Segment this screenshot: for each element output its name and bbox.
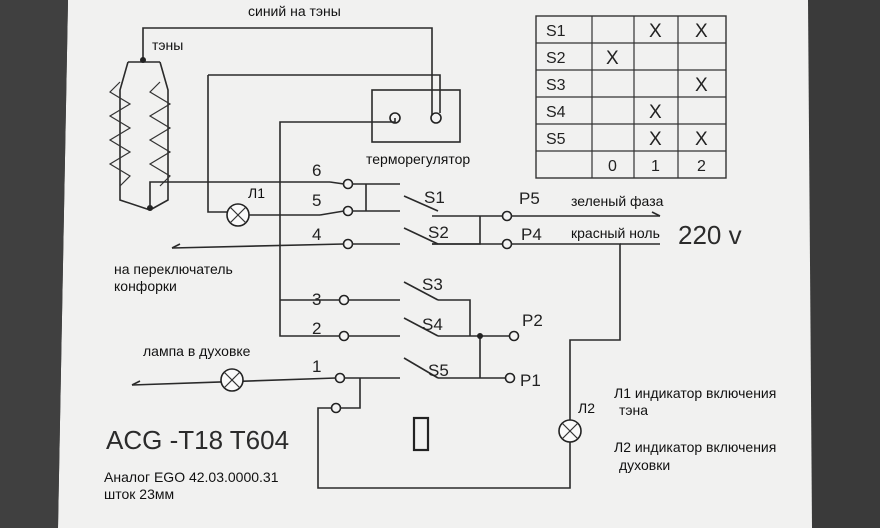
legend-l2-line2: духовки <box>619 457 670 473</box>
paper-sheet <box>58 0 812 528</box>
model-number: ACG -T18 T604 <box>106 425 289 455</box>
output-label-p4: P4 <box>521 225 542 244</box>
table-cell-mark: X <box>695 21 708 42</box>
label-thermostat: терморегулятор <box>366 151 470 167</box>
analog-line2: шток 23мм <box>104 486 174 502</box>
terminal-label-6: 6 <box>312 161 321 180</box>
table-cell-mark: X <box>695 75 708 96</box>
label-l1: Л1 <box>248 185 265 201</box>
output-label-p5: P5 <box>519 189 540 208</box>
label-blue-to-heaters: синий на тэны <box>248 3 341 19</box>
table-row-label: S1 <box>546 23 566 40</box>
switch-label-s4: S4 <box>422 315 443 334</box>
output-p4 <box>501 238 513 250</box>
output-label-p2: P2 <box>522 311 543 330</box>
terminal-label-5: 5 <box>312 191 321 210</box>
terminal-label-1: 1 <box>312 357 321 376</box>
lamp-l1 <box>226 203 320 227</box>
heater-elements <box>108 27 433 211</box>
switch-label-s1: S1 <box>424 188 445 207</box>
table-cell-mark: X <box>606 48 619 69</box>
table-row-label: S2 <box>546 50 566 67</box>
legend-l2-line1: Л2 индикатор включения <box>614 439 776 455</box>
table-row-label: S5 <box>546 131 566 148</box>
terminal-label-2: 2 <box>312 319 321 338</box>
terminal-label-4: 4 <box>312 225 321 244</box>
label-l2: Л2 <box>578 400 595 416</box>
label-oven-lamp: лампа в духовке <box>143 343 251 359</box>
label-green-phase: зеленый фаза <box>571 193 664 209</box>
output-p2 <box>508 330 520 342</box>
switch-label-s2: S2 <box>428 223 449 242</box>
table-cell-mark: X <box>649 102 662 123</box>
switch-label-s3: S3 <box>422 275 443 294</box>
table-position-label: 1 <box>651 158 660 175</box>
table-cell-mark: X <box>695 129 708 150</box>
legend-l1-line1: Л1 индикатор включения <box>614 385 776 401</box>
legend-l1-line2: тэна <box>619 402 648 418</box>
analog-line1: Аналог EGO 42.03.0000.31 <box>104 469 279 485</box>
label-red-neutral: красный ноль <box>571 225 660 241</box>
output-p5 <box>501 210 513 222</box>
output-p1 <box>504 372 516 384</box>
table-position-label: 2 <box>697 158 706 175</box>
thermostat <box>207 74 461 245</box>
output-label-p1: P1 <box>520 371 541 390</box>
label-voltage: 220 v <box>678 220 742 250</box>
table-cell-mark: X <box>649 21 662 42</box>
table-cell-mark: X <box>649 129 662 150</box>
switch-label-s5: S5 <box>428 361 449 380</box>
table-row-label: S4 <box>546 104 566 121</box>
terminal-block-upper: 6 5 4 <box>171 161 505 250</box>
relay-element <box>412 416 430 452</box>
background-left <box>0 0 68 528</box>
label-to-burner-switch-1: на переключатель <box>114 261 233 277</box>
table-position-label: 0 <box>608 158 617 175</box>
terminal-block-lower: 3 2 1 <box>279 245 571 489</box>
label-to-burner-switch-2: конфорки <box>114 278 177 294</box>
label-heaters: тэны <box>152 37 183 53</box>
wire-neutral <box>511 243 621 420</box>
table-row-label: S3 <box>546 77 566 94</box>
